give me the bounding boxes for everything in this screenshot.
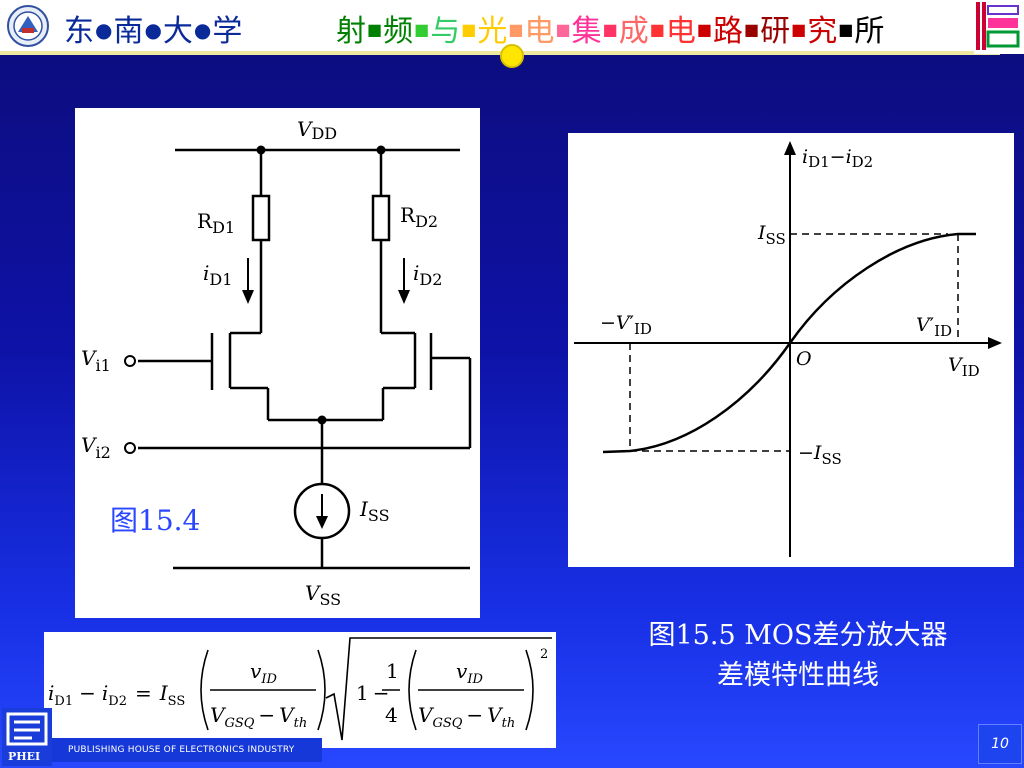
publisher-name: PUBLISHING HOUSE OF ELECTRONICS INDUSTRY (68, 745, 295, 755)
header-ornament-dot (500, 44, 524, 68)
transfer-curve (602, 232, 976, 454)
paren-left-2 (408, 649, 417, 731)
uni-sep-0: ● (95, 18, 113, 42)
rd1-label: RD1 (197, 209, 235, 237)
y-axis-arrow-icon (784, 141, 796, 155)
inst-sep-7: ■ (696, 20, 712, 39)
inst-sep-0: ■ (367, 20, 383, 39)
inst-sep-3: ■ (508, 20, 524, 39)
frac2-denominator: VGSQ−Vth (418, 703, 515, 731)
university-title: 东●南●大●学 (64, 6, 242, 50)
university-seal-icon (7, 5, 49, 47)
vss-label: VSS (305, 581, 341, 609)
exponent: 2 (540, 647, 548, 662)
quarter-numerator: 1 (386, 659, 399, 683)
page-number: 10 (991, 736, 1009, 752)
inst-sep-10: ■ (838, 20, 854, 39)
uni-sep-2: ● (193, 18, 212, 42)
inst-sep-6: ■ (649, 20, 665, 39)
frac2-numerator: vID (456, 659, 483, 687)
inst-char-6: 成 (618, 14, 649, 49)
inst-char-8: 路 (713, 14, 743, 49)
x-axis-label: VID (948, 354, 980, 380)
inst-char-2: 与 (430, 14, 461, 49)
figure-15-5-plot: iD1−iD2 ISS −ISS −V′ID V′ID O VID (568, 133, 1014, 567)
figure-15-5-caption: 图15.5 MOS差分放大器 差模特性曲线 (600, 616, 996, 696)
circuit-wires (138, 148, 472, 570)
equation-formula: iD1−iD2=ISS vID VGSQ−Vth 1− 1 4 vID VGSQ… (48, 637, 552, 741)
pos-vid-label: V′ID (916, 314, 952, 340)
guide-lines (629, 233, 959, 452)
uni-sep-1: ● (144, 18, 162, 42)
paren-right-2 (525, 649, 534, 731)
inst-sep-2: ■ (461, 20, 477, 39)
id2-label: iD2 (413, 261, 442, 289)
header-bar: 东●南●大●学 射■频■与■光■电■集■成■电■路■研■究■所 (0, 0, 1024, 68)
junction-dot (256, 145, 266, 155)
resistor-rd1 (251, 194, 271, 242)
publisher-logo-icon: PHEI (2, 708, 52, 766)
eq-lhs: iD1−iD2=ISS (48, 681, 185, 709)
frac1-denominator: VGSQ−Vth (210, 703, 307, 731)
uni-char-0: 东 (64, 14, 94, 49)
differential-current-equation: iD1−iD2=ISS vID VGSQ−Vth 1− 1 4 vID VGSQ… (44, 632, 556, 748)
svg-text:PHEI: PHEI (8, 750, 40, 763)
vi2-label: Vi2 (81, 433, 111, 462)
vi1-terminal (124, 355, 136, 367)
inst-sep-5: ■ (602, 20, 618, 39)
institute-title: 射■频■与■光■电■集■成■电■路■研■究■所 (336, 6, 884, 50)
sqrt-one: 1− (356, 681, 390, 705)
paren-left-1 (200, 649, 209, 731)
current-source-iss (293, 482, 351, 540)
figure-15-4-caption: 图15.4 (110, 504, 201, 537)
iss-label: ISS (359, 497, 390, 525)
frac1-numerator: vID (250, 659, 277, 687)
uni-char-3: 学 (212, 14, 243, 49)
inst-sep-4: ■ (555, 20, 571, 39)
inst-sep-8: ■ (744, 20, 760, 39)
id1-label: iD1 (203, 261, 232, 289)
inst-char-11: 所 (854, 14, 885, 49)
figure-15-4-circuit: VDD RD1 RD2 iD1 iD2 Vi1 Vi2 ISS VSS (75, 108, 480, 618)
vdd-label: VDD (297, 117, 337, 143)
institute-logo-icon (974, 0, 1024, 54)
iss-level-label: ISS (757, 222, 786, 248)
inst-char-7: 电 (665, 14, 696, 49)
resistor-rd2 (371, 194, 391, 242)
inst-char-3: 光 (477, 14, 508, 49)
neg-iss-level-label: −ISS (798, 442, 842, 468)
vi1-label: Vi1 (81, 346, 111, 375)
inst-char-9: 研 (760, 14, 791, 49)
inst-sep-1: ■ (414, 20, 430, 39)
footer-strip (52, 738, 322, 762)
inst-char-10: 究 (807, 14, 838, 49)
inst-char-0: 射 (336, 14, 366, 49)
junction-dot (376, 145, 386, 155)
figure-15-5-caption-line1: 图15.5 MOS差分放大器 (648, 620, 948, 651)
id1-arrow-icon (242, 258, 254, 304)
sqrt-symbol-icon (325, 637, 552, 741)
origin-label: O (796, 348, 812, 370)
uni-char-2: 大 (162, 14, 193, 49)
uni-char-1: 南 (113, 14, 144, 49)
inst-char-5: 集 (571, 14, 602, 49)
transfer-curve-diagram: iD1−iD2 ISS −ISS −V′ID V′ID O VID (574, 141, 1002, 557)
inst-sep-9: ■ (791, 20, 807, 39)
paren-right-1 (317, 649, 326, 731)
id2-arrow-icon (398, 258, 410, 304)
rd2-label: RD2 (400, 203, 438, 231)
junction-dot (317, 415, 327, 425)
inst-char-1: 频 (383, 14, 414, 49)
y-axis-label: iD1−iD2 (802, 146, 873, 171)
quarter-denominator: 4 (385, 703, 398, 727)
circuit-diagram: VDD RD1 RD2 iD1 iD2 Vi1 Vi2 ISS VSS (81, 117, 472, 609)
page-number-box (978, 724, 1022, 764)
vi2-terminal (124, 442, 136, 454)
figure-15-5-caption-line2: 差模特性曲线 (717, 660, 879, 691)
inst-char-4: 电 (524, 14, 555, 49)
neg-vid-label: −V′ID (600, 312, 652, 338)
x-axis-arrow-icon (988, 337, 1002, 349)
